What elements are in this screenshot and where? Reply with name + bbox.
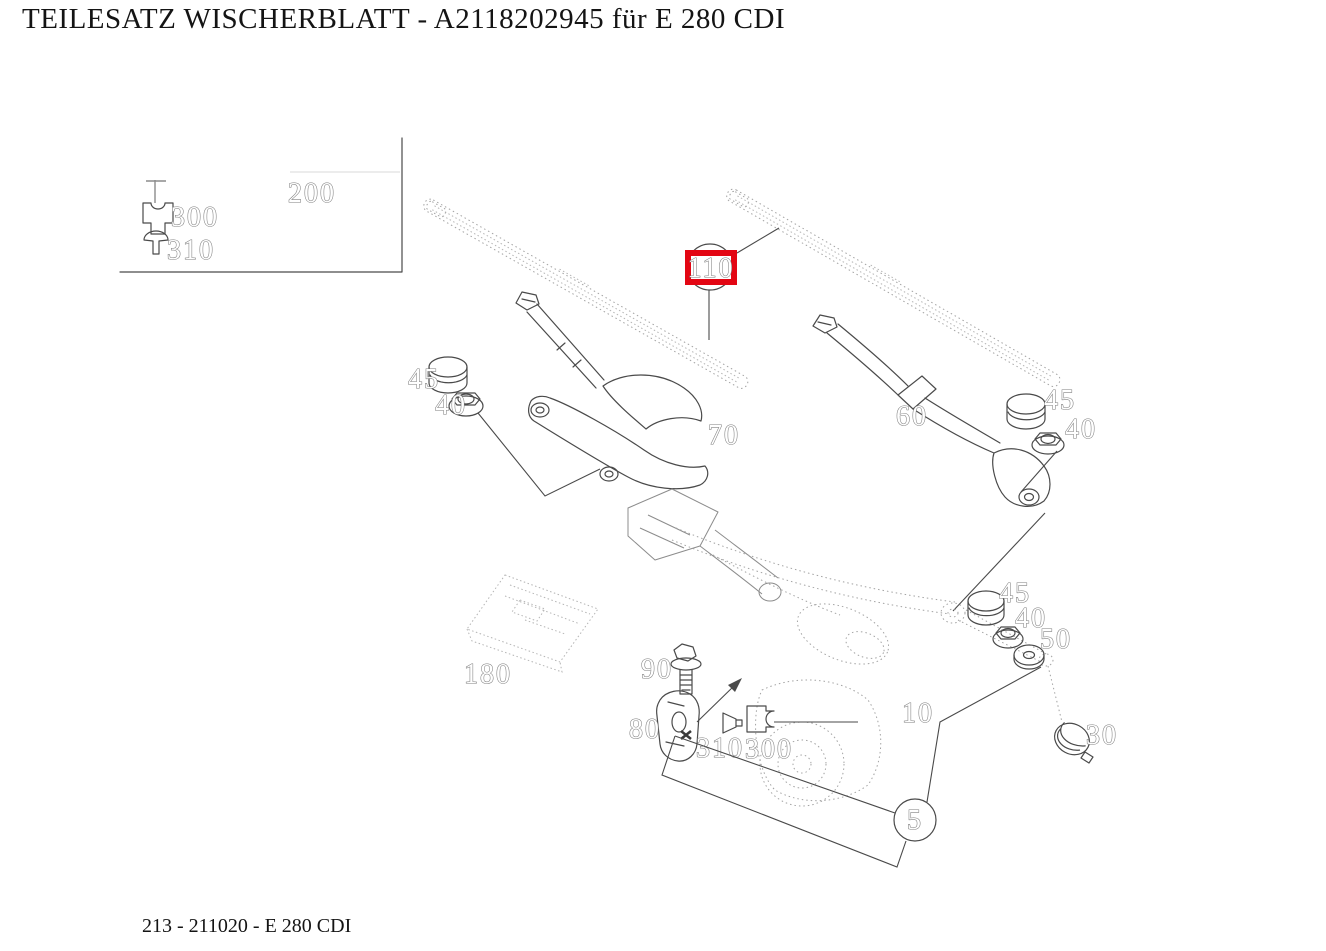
part-label-45-right[interactable]: 45 (1043, 384, 1076, 416)
part-label-90[interactable]: 90 (640, 653, 673, 685)
connector-300-drawing (746, 705, 858, 733)
group-box-5 (661, 735, 907, 868)
leader-40-left (477, 412, 601, 497)
part-label-70[interactable]: 70 (707, 419, 740, 451)
part-label-60[interactable]: 60 (895, 400, 928, 432)
cap-45-mid-drawing (967, 590, 1005, 626)
part-label-180[interactable]: 180 (463, 658, 512, 690)
page-title: TEILESATZ WISCHERBLATT - A2118202945 für… (22, 3, 785, 35)
rivet-310-drawing (722, 712, 743, 734)
nut-40-mid-drawing (992, 626, 1024, 649)
part-label-40-mid[interactable]: 40 (1014, 602, 1047, 634)
part-label-200[interactable]: 200 (287, 177, 336, 209)
part-label-110[interactable]: 110 (687, 252, 735, 284)
bracket-80-drawing (656, 678, 742, 762)
part-label-300-legend[interactable]: 300 (170, 201, 219, 233)
callout-110[interactable]: 110 (685, 227, 780, 340)
leader-arm-to-linkage (952, 512, 1046, 612)
wiper-blade-left-drawing (423, 198, 749, 389)
part-label-80[interactable]: 80 (628, 713, 661, 745)
cap-30-drawing (1054, 722, 1094, 764)
arrow-head-icon (728, 678, 742, 692)
highlight-box-110[interactable] (685, 250, 737, 285)
bolt-90-drawing (670, 643, 702, 695)
cap-45-left-drawing (428, 356, 468, 394)
cap-45-right-drawing (1006, 393, 1046, 430)
part-label-40-right[interactable]: 40 (1064, 413, 1097, 445)
part-label-300[interactable]: 300 (744, 733, 793, 765)
part-label-310-legend[interactable]: 310 (166, 234, 215, 266)
callout-5-circle (893, 798, 937, 842)
part-label-5[interactable]: 5 (906, 804, 923, 836)
legend-box: 300 310 200 (119, 137, 403, 273)
footer-code: 213 - 211020 - E 280 CDI (142, 915, 351, 937)
part-label-45-mid[interactable]: 45 (998, 577, 1031, 609)
part-label-310[interactable]: 310 (695, 732, 744, 764)
part-label-40-left[interactable]: 40 (434, 389, 467, 421)
part-label-50[interactable]: 50 (1039, 623, 1072, 655)
rivet-310-icon (143, 230, 169, 255)
nut-40-right-drawing (1031, 432, 1065, 455)
part-label-45-left[interactable]: 45 (407, 363, 440, 395)
cover-180-drawing (466, 574, 599, 673)
wiper-arm-right-drawing (812, 314, 1051, 507)
part-label-10[interactable]: 10 (901, 697, 934, 729)
wiper-blade-right-drawing (726, 188, 1061, 387)
part-label-30[interactable]: 30 (1085, 719, 1118, 751)
legend-box-border (119, 137, 403, 273)
nut-40-left-drawing (448, 392, 484, 417)
linkage-assembly-drawing (627, 488, 1063, 807)
wiper-arm-left-drawing (515, 291, 709, 490)
callout-5[interactable]: 5 (661, 666, 1042, 868)
leader-40-right (1020, 450, 1058, 493)
washer-50-drawing (1013, 644, 1045, 670)
connector-300-icon (142, 180, 174, 235)
